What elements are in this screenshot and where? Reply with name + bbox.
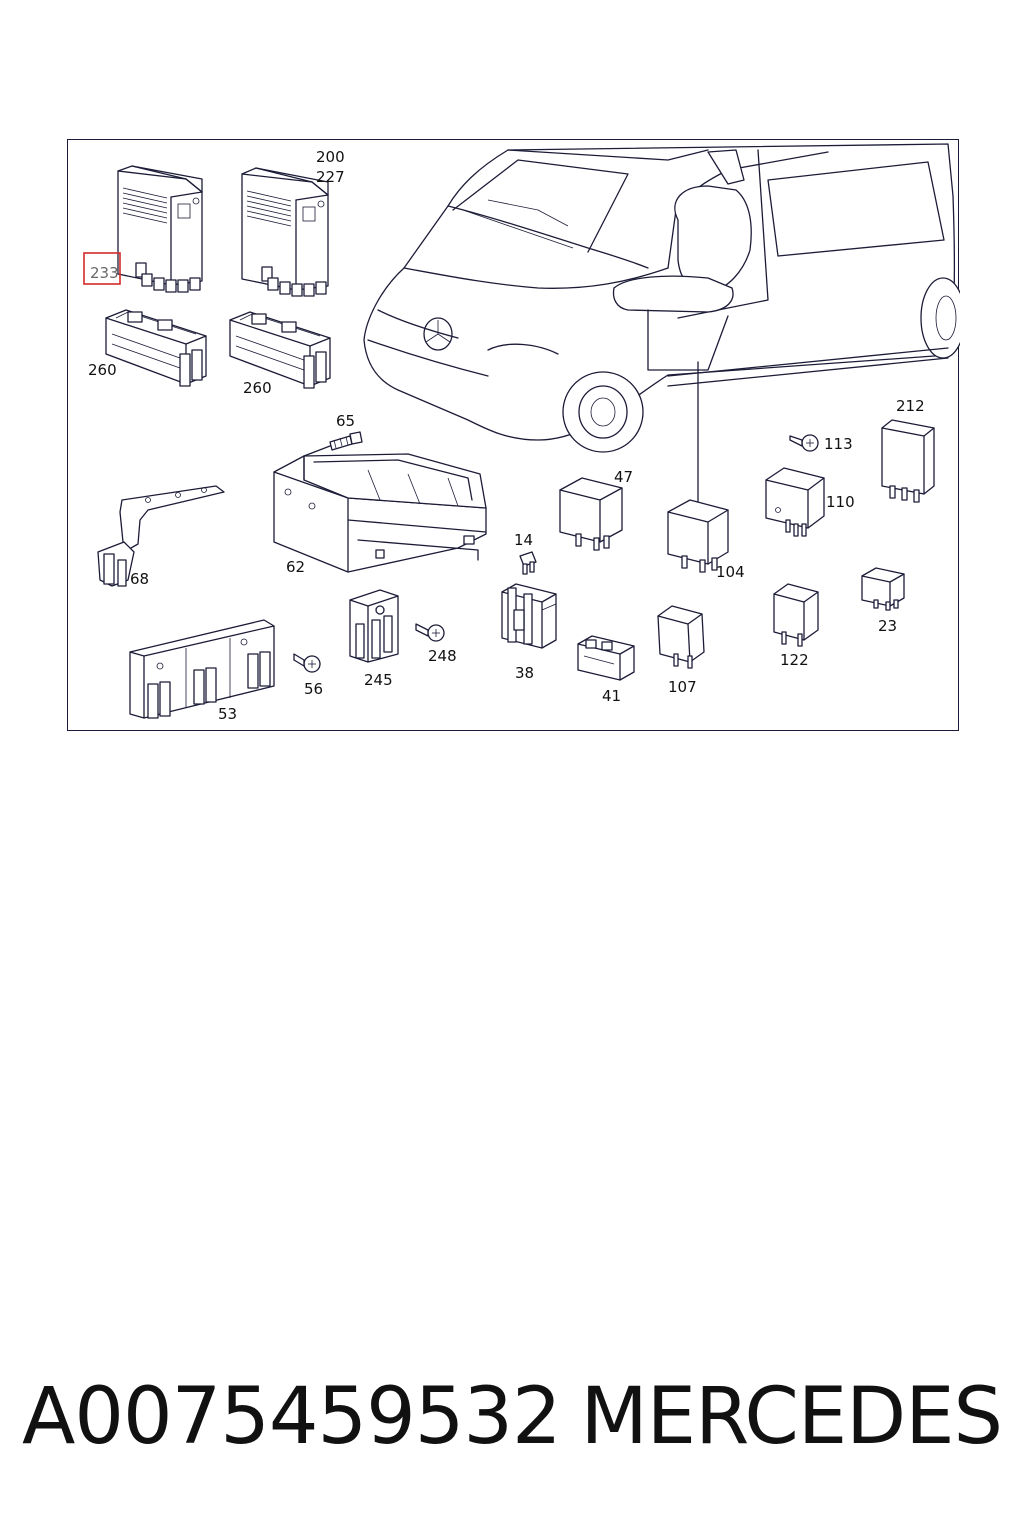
label-23[interactable]: 23 <box>878 617 897 635</box>
label-104[interactable]: 104 <box>716 563 745 581</box>
label-53[interactable]: 53 <box>218 705 237 723</box>
footer: A0075459532 MERCEDES <box>0 1372 1024 1472</box>
brand-name: MERCEDES <box>580 1372 1003 1462</box>
label-248[interactable]: 248 <box>428 647 457 665</box>
label-233[interactable]: 233 <box>90 264 119 282</box>
vehicle-van-illustration <box>363 143 960 507</box>
screw-248[interactable] <box>415 623 445 642</box>
relay-212[interactable] <box>881 419 935 503</box>
screw-56[interactable] <box>293 653 321 673</box>
parts-diagram-frame: 233 200 227 <box>67 139 960 731</box>
relay-box-62[interactable] <box>273 453 487 573</box>
label-212[interactable]: 212 <box>896 397 925 415</box>
label-47[interactable]: 47 <box>614 468 633 486</box>
label-107[interactable]: 107 <box>668 678 697 696</box>
label-227[interactable]: 227 <box>316 168 345 186</box>
part-number: A0075459532 <box>22 1372 562 1462</box>
label-41[interactable]: 41 <box>602 687 621 705</box>
mounting-plate-53[interactable] <box>129 619 275 719</box>
connector-41[interactable] <box>577 635 635 681</box>
screw-65[interactable] <box>303 431 363 457</box>
label-110[interactable]: 110 <box>826 493 855 511</box>
control-unit-233[interactable] <box>117 165 203 293</box>
label-38[interactable]: 38 <box>515 664 534 682</box>
highlight-box <box>83 252 121 285</box>
holder-260-right[interactable] <box>229 311 331 389</box>
relay-122[interactable] <box>773 583 819 647</box>
label-245[interactable]: 245 <box>364 671 393 689</box>
bracket-68[interactable] <box>97 485 225 587</box>
label-200[interactable]: 200 <box>316 148 345 166</box>
label-65[interactable]: 65 <box>336 412 355 430</box>
relay-104[interactable] <box>667 499 729 573</box>
label-56[interactable]: 56 <box>304 680 323 698</box>
relay-47[interactable] <box>559 477 623 551</box>
label-122[interactable]: 122 <box>780 651 809 669</box>
relay-23[interactable] <box>861 567 905 611</box>
label-14[interactable]: 14 <box>514 531 533 549</box>
holder-245[interactable] <box>349 589 399 663</box>
relay-107[interactable] <box>657 605 705 669</box>
control-unit-200-227[interactable] <box>241 167 329 297</box>
parts-diagram: 233 200 227 <box>83 143 960 723</box>
label-62[interactable]: 62 <box>286 558 305 576</box>
screw-113[interactable] <box>789 434 819 452</box>
holder-260-left[interactable] <box>105 309 207 387</box>
relay-110[interactable] <box>765 467 825 537</box>
relay-socket-38[interactable] <box>501 583 557 649</box>
label-68[interactable]: 68 <box>130 570 149 588</box>
label-260-right[interactable]: 260 <box>243 379 272 397</box>
label-260-left[interactable]: 260 <box>88 361 117 379</box>
fuse-14[interactable] <box>519 551 537 575</box>
label-113[interactable]: 113 <box>824 435 853 453</box>
